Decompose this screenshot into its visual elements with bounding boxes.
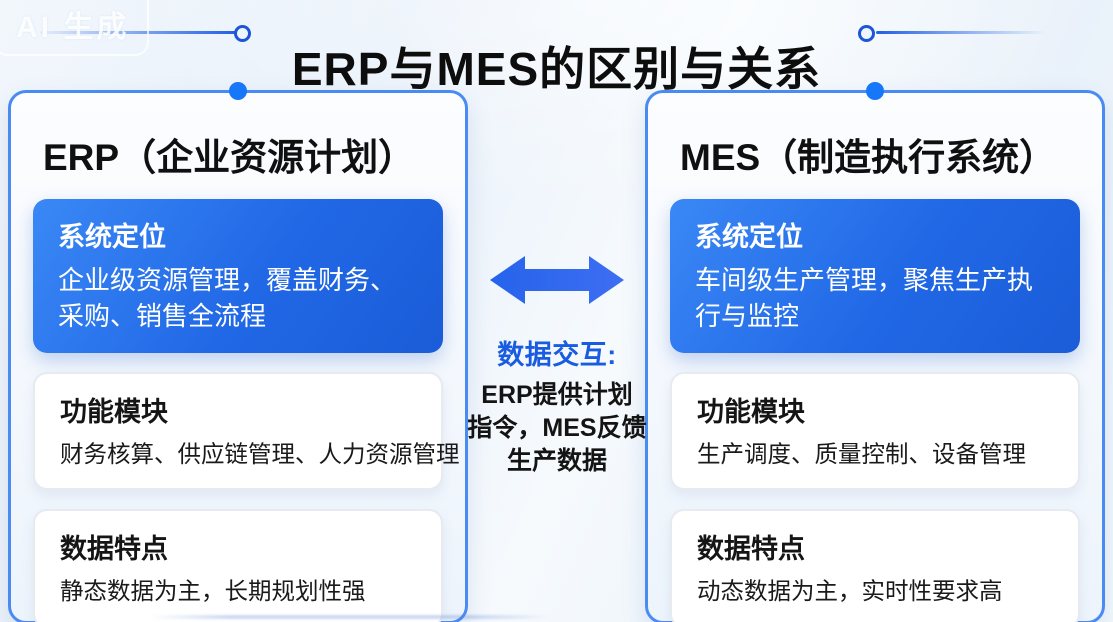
erp-card: ERP（企业资源计划） 系统定位 企业级资源管理，覆盖财务、采购、销售全流程 功… — [8, 82, 468, 622]
section-title: 数据特点 — [697, 534, 805, 565]
mes-card-title: MES（制造执行系统） — [680, 137, 1057, 178]
section-body: 车间级生产管理，聚焦生产执行与监控 — [695, 265, 1034, 331]
card-top-dot — [229, 82, 247, 100]
erp-function-modules-section: 功能模块 财务核算、供应链管理、人力资源管理 — [33, 371, 460, 491]
double-arrow-icon — [490, 256, 624, 304]
mes-card: MES（制造执行系统） 系统定位 车间级生产管理，聚焦生产执行与监控 功能模块 … — [645, 82, 1105, 622]
section-body: 财务核算、供应链管理、人力资源管理 — [60, 440, 460, 467]
mes-system-positioning-section: 系统定位 车间级生产管理，聚焦生产执行与监控 — [670, 199, 1080, 353]
erp-card-title: ERP（企业资源计划） — [43, 137, 416, 178]
data-exchange-label: 数据交互: — [497, 340, 617, 370]
page-title: ERP与MES的区别与关系 — [291, 42, 822, 95]
section-body: 动态数据为主，实时性要求高 — [697, 578, 1003, 605]
title-connector-line-left — [40, 31, 236, 34]
title-connector-line-right — [876, 31, 1046, 34]
data-exchange-description-line: 生产数据 — [506, 447, 607, 475]
mes-data-characteristics-section: 数据特点 动态数据为主，实时性要求高 — [670, 509, 1080, 622]
card-top-dot — [866, 82, 884, 100]
section-title: 功能模块 — [60, 396, 168, 427]
title-connector-circle-left — [234, 25, 251, 42]
section-body: 企业级资源管理，覆盖财务、采购、销售全流程 — [58, 265, 397, 331]
data-exchange-description-line: ERP提供计划 — [481, 381, 633, 409]
section-body: 生产调度、质量控制、设备管理 — [697, 440, 1026, 467]
section-body: 静态数据为主，长期规划性强 — [60, 578, 366, 605]
erp-system-positioning-section: 系统定位 企业级资源管理，覆盖财务、采购、销售全流程 — [33, 199, 443, 353]
section-title: 数据特点 — [60, 534, 168, 565]
mes-function-modules-section: 功能模块 生产调度、质量控制、设备管理 — [670, 371, 1080, 491]
section-title: 功能模块 — [697, 396, 805, 427]
data-exchange-connector: 数据交互: ERP提供计划 指令，MES反馈 生产数据 — [462, 253, 652, 478]
data-exchange-description-line: 指令，MES反馈 — [467, 414, 647, 442]
section-title: 系统定位 — [695, 222, 803, 252]
title-connector-circle-right — [858, 25, 875, 42]
erp-data-characteristics-section: 数据特点 静态数据为主，长期规划性强 — [33, 509, 443, 622]
bottom-decor-line — [150, 615, 550, 619]
ai-generated-watermark-badge: AI 生成 — [0, 0, 150, 56]
section-title: 系统定位 — [58, 222, 166, 252]
data-exchange-description: ERP提供计划 指令，MES反馈 生产数据 — [462, 379, 652, 478]
